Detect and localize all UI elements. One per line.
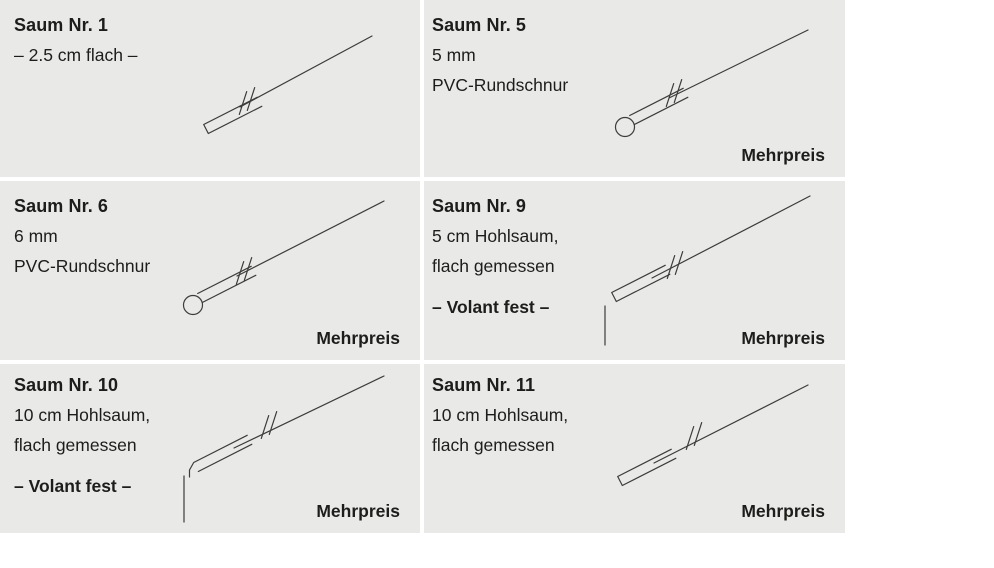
volant-fest-label: – Volant fest –: [14, 476, 132, 496]
hem-desc-line-1: 5 cm Hohlsaum,: [432, 226, 559, 246]
mehrpreis-label: Mehrpreis: [741, 501, 825, 521]
hem-option-saum-11[interactable]: Saum Nr. 11 10 cm Hohlsaum, flach gemess…: [424, 364, 845, 533]
hem-title: Saum Nr. 9: [432, 196, 527, 216]
hem-option-saum-10[interactable]: Saum Nr. 10 10 cm Hohlsaum, flach gemess…: [0, 364, 420, 533]
seam-tick: [238, 90, 248, 116]
hem-title: Saum Nr. 6: [14, 196, 109, 216]
seam-tick: [246, 86, 256, 112]
mehrpreis-label: Mehrpreis: [316, 328, 400, 348]
hem-desc-line-1: 10 cm Hohlsaum,: [432, 405, 569, 425]
hem-desc-line-2: PVC-Rundschnur: [14, 256, 151, 276]
mehrpreis-label: Mehrpreis: [741, 145, 825, 165]
hem-title: Saum Nr. 5: [432, 15, 527, 35]
pvc-cord-icon: [614, 116, 636, 138]
hem-desc-line-1: 10 cm Hohlsaum,: [14, 405, 151, 425]
hem-desc-line-2: flach gemessen: [14, 435, 137, 455]
mehrpreis-label: Mehrpreis: [316, 501, 400, 521]
hem-option-saum-6[interactable]: Saum Nr. 6 6 mm PVC-Rundschnur Mehrpreis: [0, 181, 420, 360]
hem-option-saum-5[interactable]: Saum Nr. 5 5 mm PVC-Rundschnur Mehrpreis: [424, 0, 845, 177]
hem-option-saum-1[interactable]: Saum Nr. 1 – 2.5 cm flach –: [0, 0, 420, 177]
hem-outline: [203, 96, 263, 135]
hem-desc-line-2: PVC-Rundschnur: [432, 75, 569, 95]
hem-desc-line-1: 5 mm: [432, 45, 476, 65]
hem-title: Saum Nr. 1: [14, 15, 109, 35]
pvc-cord-icon: [182, 294, 204, 316]
volant-fest-label: – Volant fest –: [432, 297, 550, 317]
hem-desc-line-2: flach gemessen: [432, 256, 555, 276]
hem-desc-line-1: 6 mm: [14, 226, 58, 246]
hem-title: Saum Nr. 10: [14, 375, 119, 395]
hem-desc-line-1: – 2.5 cm flach –: [14, 45, 138, 65]
hem-desc-line-2: flach gemessen: [432, 435, 555, 455]
hem-option-saum-9[interactable]: Saum Nr. 9 5 cm Hohlsaum, flach gemessen…: [424, 181, 845, 360]
hem-title: Saum Nr. 11: [432, 375, 536, 395]
mehrpreis-label: Mehrpreis: [741, 328, 825, 348]
